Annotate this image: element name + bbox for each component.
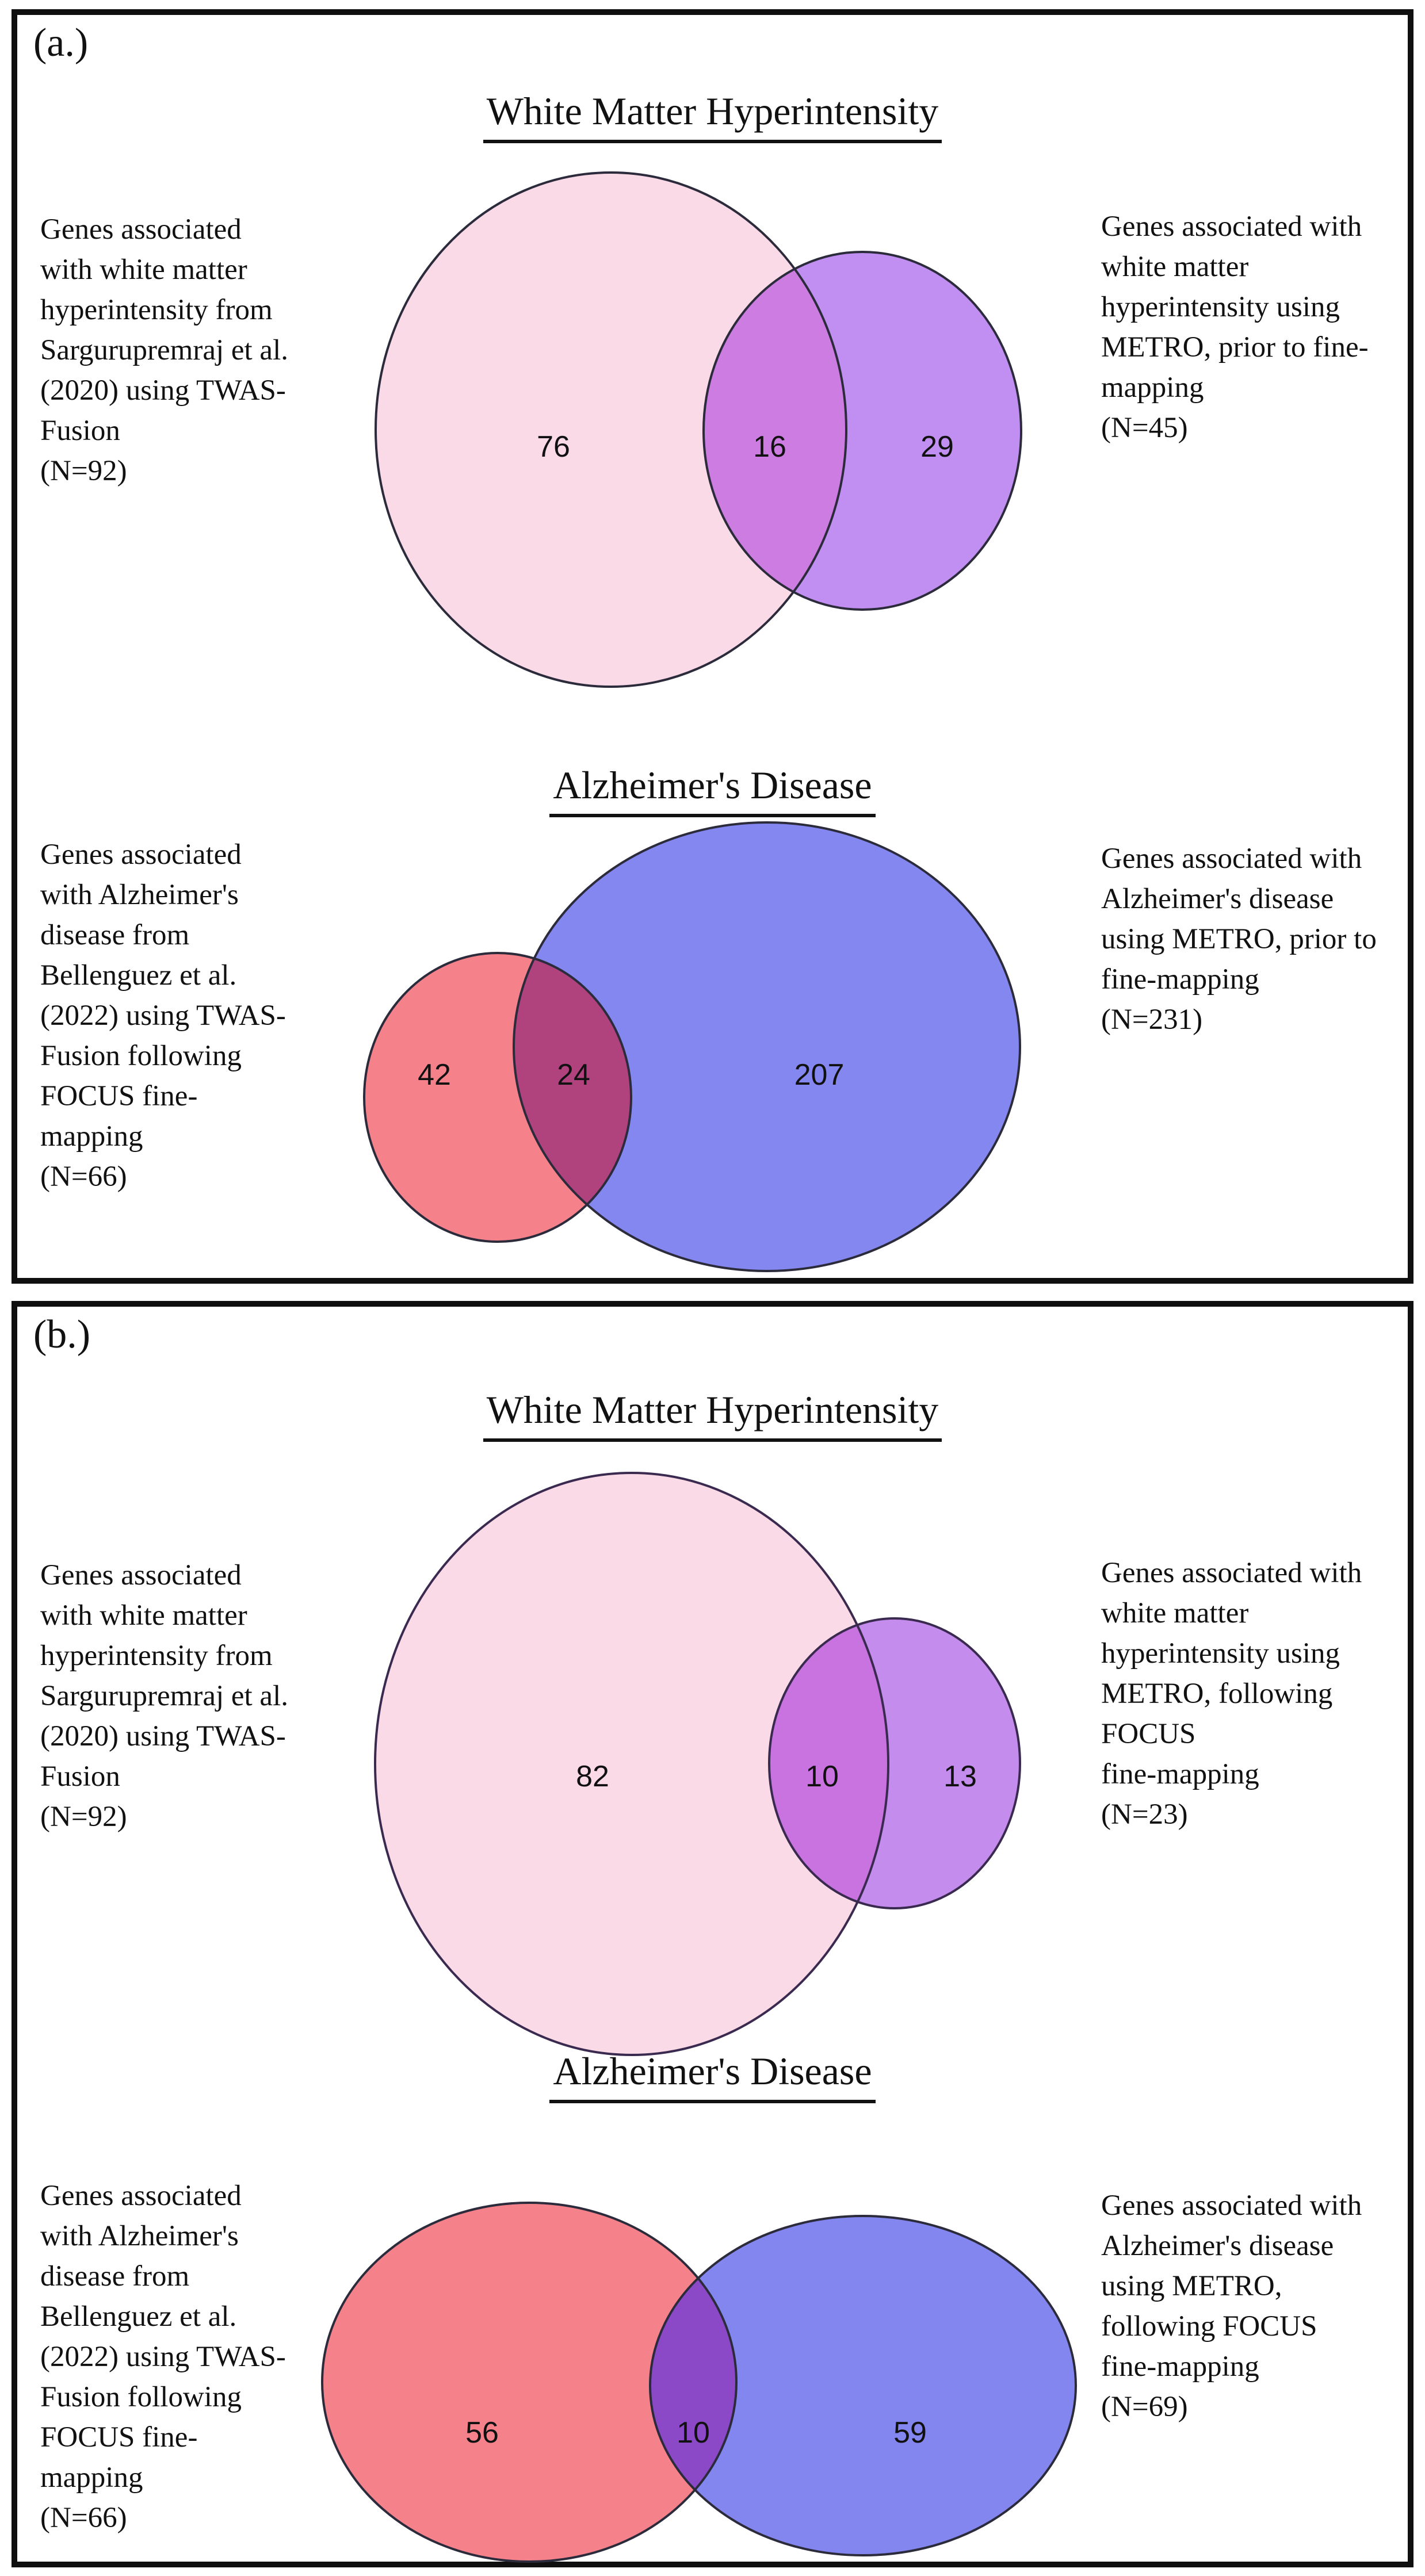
panel-b-ad-right-count: 59 — [893, 2416, 927, 2449]
panel-a-ad-title-text: Alzheimer's Disease — [549, 763, 876, 817]
panel-a-wmh-left-set-outline — [375, 171, 847, 688]
panel-a-ad-overlap-count: 24 — [557, 1058, 590, 1092]
panel-a-ad-right-label: Genes associated with Alzheimer's diseas… — [1101, 843, 1377, 1036]
panel-b-ad-left-label: Genes associated with Alzheimer's diseas… — [40, 2180, 286, 2534]
panel-b-ad-right-set-circle — [650, 2216, 1076, 2555]
panel-b-wmh-venn-diagram: 82 10 13 — [374, 1472, 1021, 2056]
panel-b-ad-left-set-circle — [322, 2203, 736, 2562]
panel-b-wmh-overlap-count: 10 — [805, 1760, 839, 1793]
panel-b-wmh-left-set-outline — [374, 1472, 889, 2056]
panel-b-ad-left-set-outline — [321, 2202, 738, 2563]
panel-b-wmh-overlap-region — [769, 1618, 888, 1908]
panel-b-label: (b.) — [33, 1312, 91, 1357]
panel-b-wmh-right-count: 13 — [943, 1760, 977, 1793]
panel-a: (a.) White Matter Hyperintensity Genes a… — [12, 9, 1413, 1284]
panel-a-ad-right-set-outline — [513, 821, 1021, 1272]
panel-b-ad-title: Alzheimer's Disease — [17, 2049, 1408, 2103]
panel-a-ad-left-count: 42 — [418, 1058, 451, 1092]
panel-a-wmh-left-count: 76 — [537, 430, 570, 464]
panel-b-ad-overlap-count: 10 — [677, 2416, 710, 2449]
panel-a-ad-left-label: Genes associated with Alzheimer's diseas… — [40, 839, 286, 1193]
panel-a-wmh-left-set-circle — [376, 173, 846, 687]
panel-a-ad-title: Alzheimer's Disease — [17, 763, 1408, 817]
panel-b-wmh-left-label: Genes associated with white matter hyper… — [40, 1559, 288, 1833]
panel-b-ad-venn-diagram: 56 10 59 — [321, 2202, 1077, 2563]
panel-a-ad-right-count: 207 — [794, 1058, 845, 1092]
panel-b-wmh-left-count: 82 — [576, 1760, 609, 1793]
panel-b-ad-right-set-outline — [649, 2215, 1077, 2556]
panel-b-ad-right-label: Genes associated with Alzheimer's diseas… — [1101, 2190, 1362, 2423]
panel-a-wmh-title: White Matter Hyperintensity — [17, 89, 1408, 143]
panel-a-ad-venn-diagram: 42 24 207 — [363, 821, 1021, 1272]
panel-a-wmh-left-label: Genes associated with white matter hyper… — [40, 213, 288, 487]
panel-a-ad-right-set-circle — [514, 822, 1020, 1271]
panel-b-ad-left-count: 56 — [465, 2416, 499, 2449]
panel-a-ad-left-set-outline — [363, 952, 632, 1243]
panel-b-wmh-title-text: White Matter Hyperintensity — [483, 1387, 942, 1442]
panel-b-wmh-left-set-circle — [375, 1473, 888, 2055]
panel-b-wmh-right-label: Genes associated with white matter hyper… — [1101, 1557, 1362, 1831]
panel-a-label: (a.) — [33, 21, 89, 65]
panel-a-wmh-overlap-count: 16 — [753, 430, 786, 464]
panel-b: (b.) White Matter Hyperintensity Genes a… — [12, 1301, 1413, 2567]
panel-b-ad-title-text: Alzheimer's Disease — [549, 2049, 876, 2103]
panel-a-wmh-right-label: Genes associated with white matter hyper… — [1101, 210, 1369, 444]
panel-b-wmh-title: White Matter Hyperintensity — [17, 1387, 1408, 1442]
panel-a-wmh-title-text: White Matter Hyperintensity — [483, 89, 942, 143]
panel-b-wmh-right-set-outline — [768, 1617, 1021, 1909]
panel-a-wmh-right-count: 29 — [920, 430, 954, 464]
panel-a-wmh-right-set-outline — [702, 251, 1022, 611]
panel-a-wmh-overlap-region — [704, 252, 846, 610]
panel-a-wmh-venn-diagram: 76 16 29 — [375, 171, 1022, 688]
